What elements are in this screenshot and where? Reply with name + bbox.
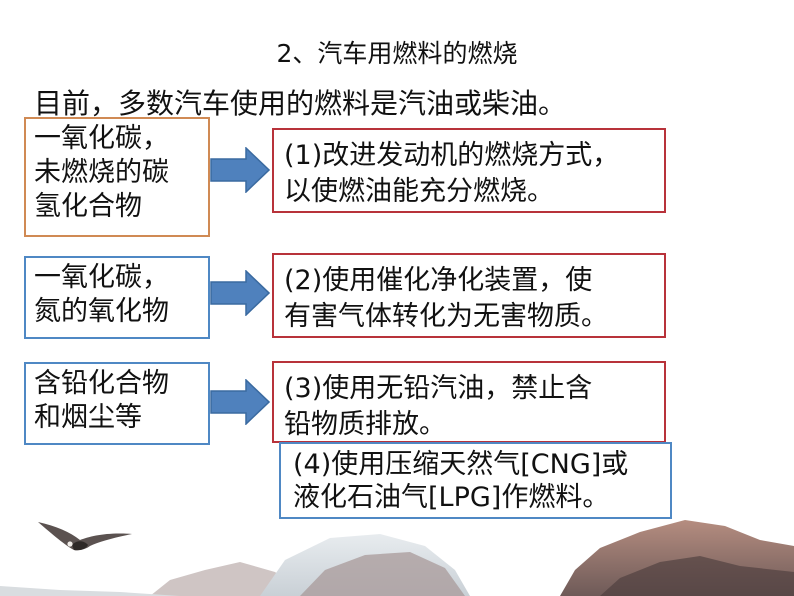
- slide-title: 2、汽车用燃料的燃烧: [276, 39, 518, 68]
- measure-4-line-2: 液化石油气[LPG]作燃料。: [293, 482, 610, 513]
- pollutant-1-line-2: 未燃烧的碳: [34, 157, 169, 188]
- measure-2-line-2: 有害气体转化为无害物质。: [284, 301, 608, 332]
- mountain-scenery: [0, 520, 794, 596]
- measure-3-line-1: (3)使用无铅汽油，禁止含: [284, 373, 593, 404]
- measure-3-line-2: 铅物质排放。: [284, 409, 446, 440]
- measure-1-line-2: 以使燃油能充分燃烧。: [284, 176, 554, 207]
- pollutant-3-line-2: 和烟尘等: [34, 402, 142, 433]
- right-arrow-icon: [210, 147, 270, 193]
- pollutant-3-line-1: 含铅化合物: [34, 368, 169, 399]
- pollutant-1-line-3: 氢化合物: [34, 191, 142, 222]
- intro-text: 目前，多数汽车使用的燃料是汽油或柴油。: [34, 87, 567, 120]
- measure-box-3: (3)使用无铅汽油，禁止含 铅物质排放。: [272, 361, 666, 443]
- measure-box-2: (2)使用催化净化装置，使 有害气体转化为无害物质。: [272, 253, 666, 338]
- pollutant-2-line-2: 氮的氧化物: [34, 296, 169, 327]
- eagle-icon: [38, 522, 132, 551]
- measure-4-line-1: (4)使用压缩天然气[CNG]或: [293, 449, 629, 480]
- measure-box-4: (4)使用压缩天然气[CNG]或 液化石油气[LPG]作燃料。: [279, 442, 672, 519]
- measure-1-line-1: (1)改进发动机的燃烧方式，: [284, 140, 620, 171]
- measure-box-1: (1)改进发动机的燃烧方式， 以使燃油能充分燃烧。: [272, 128, 666, 213]
- right-arrow-icon: [210, 270, 270, 316]
- right-arrow-icon: [210, 379, 270, 425]
- pollutant-1-line-1: 一氧化碳，: [34, 123, 169, 154]
- pollutant-2-line-1: 一氧化碳，: [34, 262, 169, 293]
- pollutant-box-3: 含铅化合物 和烟尘等: [24, 362, 210, 445]
- pollutant-box-1: 一氧化碳， 未燃烧的碳 氢化合物: [24, 117, 210, 237]
- pollutant-box-2: 一氧化碳， 氮的氧化物: [24, 256, 210, 339]
- measure-2-line-1: (2)使用催化净化装置，使: [284, 265, 593, 296]
